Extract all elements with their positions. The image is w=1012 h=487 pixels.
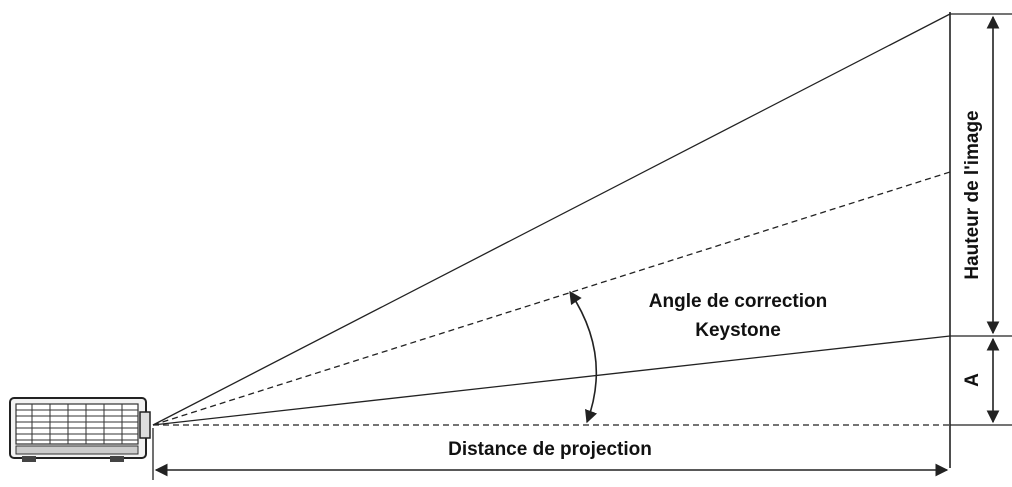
- extension-lines: [950, 13, 1012, 426]
- image-height-label: Hauteur de l'image: [962, 110, 983, 279]
- ray-top: [152, 13, 951, 426]
- keystone-label-line1: Angle de correction: [649, 291, 827, 312]
- projector-icon: [9, 397, 151, 462]
- offset-a-label: A: [962, 373, 983, 387]
- projection-distance-label: Distance de projection: [448, 439, 652, 460]
- projection-rays: [152, 13, 951, 426]
- ray-bottom: [152, 335, 951, 426]
- keystone-angle-arc: [569, 290, 598, 424]
- keystone-label-line2: Keystone: [695, 320, 781, 341]
- ray-center-dashed: [152, 171, 951, 426]
